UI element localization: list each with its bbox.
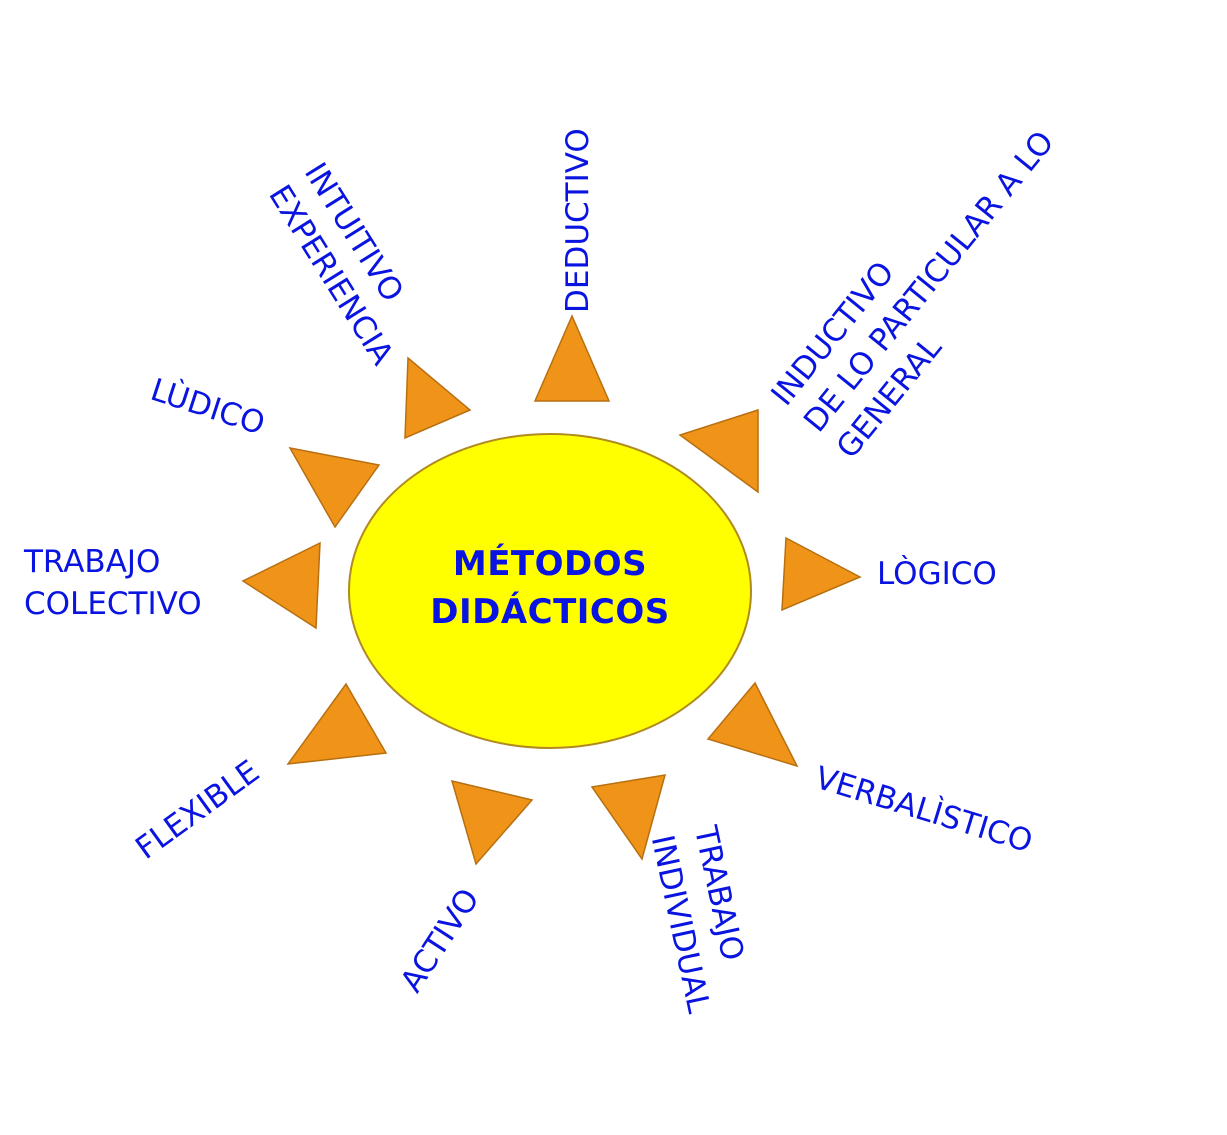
label-deductivo: DEDUCTIVO — [558, 128, 598, 313]
ray-inductivo-triangle — [678, 408, 759, 494]
ray-logico-triangle — [781, 536, 862, 612]
ray-trabajo-individual-triangle — [590, 774, 667, 861]
center-title-line2: DIDÁCTICOS — [430, 592, 670, 632]
ray-ludico-triangle — [288, 446, 381, 529]
label-deductivo-line1: DEDUCTIVO — [560, 128, 596, 313]
label-logico: LÒGICO — [877, 554, 997, 594]
ray-deductivo-triangle — [533, 314, 611, 402]
sun-ellipse — [348, 433, 752, 749]
label-trabajo-colectivo-line2: COLECTIVO — [24, 586, 202, 622]
ray-intuitivo-triangle — [404, 356, 472, 440]
ray-flexible-triangle — [286, 682, 388, 765]
center-title-line1: MÉTODOS — [452, 544, 648, 584]
center-title: MÉTODOS DIDÁCTICOS — [350, 540, 750, 636]
ray-trabajo-colectivo-triangle — [241, 541, 321, 630]
label-logico-line1: LÒGICO — [877, 556, 997, 592]
label-trabajo-colectivo-line1: TRABAJO — [24, 544, 161, 580]
ray-verbalistico-triangle — [706, 681, 799, 768]
label-trabajo-colectivo: TRABAJO COLECTIVO — [24, 541, 202, 625]
ray-activo-triangle — [450, 779, 534, 866]
